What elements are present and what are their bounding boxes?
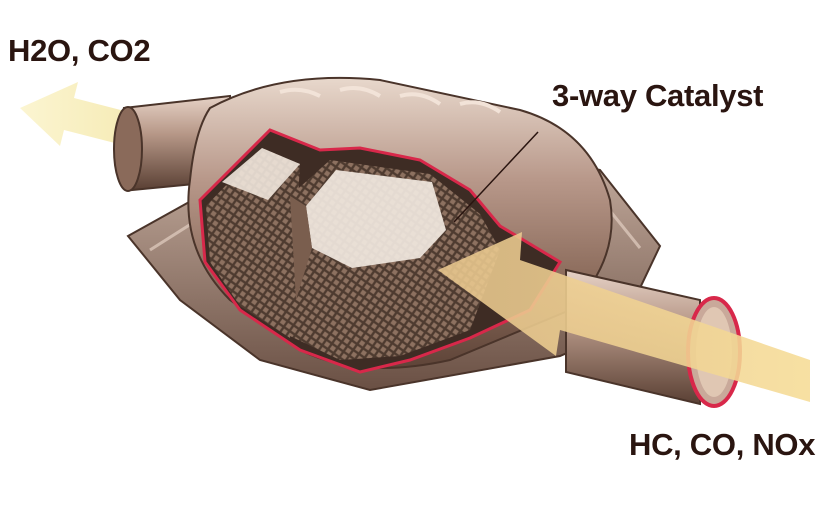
- input-gases-label: HC, CO, NOx: [629, 427, 815, 463]
- output-gases-label: H2O, CO2: [8, 33, 150, 69]
- catalyst-label: 3-way Catalyst: [552, 78, 763, 114]
